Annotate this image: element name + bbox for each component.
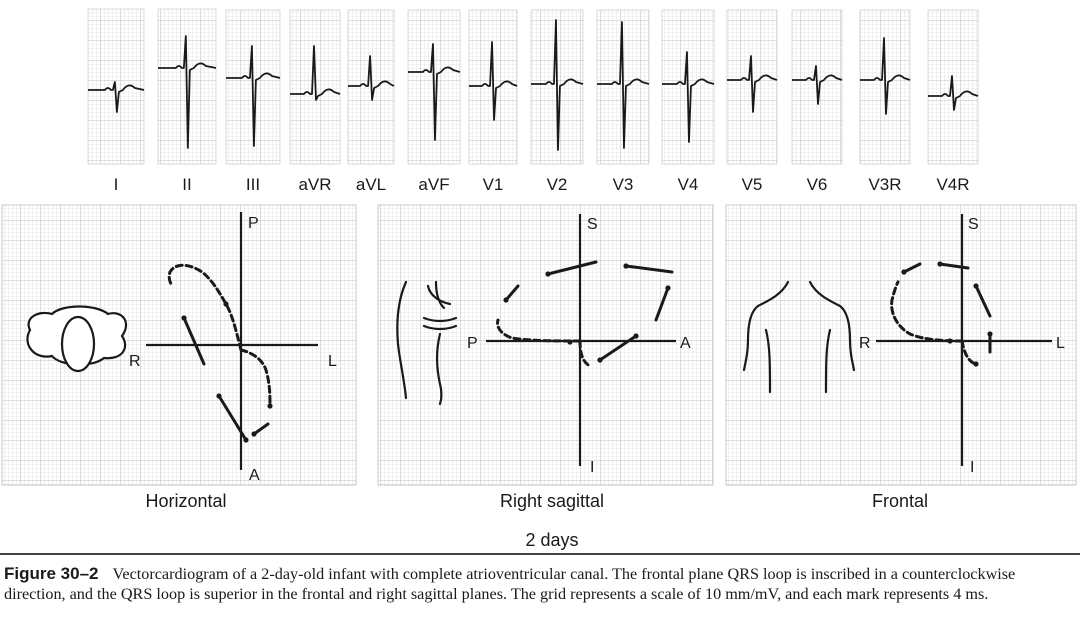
ecg-lead-label: aVL <box>356 175 386 194</box>
axis-right-letter: L <box>328 353 337 370</box>
plane-label-frontal: Frontal <box>872 491 928 511</box>
ecg-lead-strip: aVF <box>407 9 461 194</box>
axis-left-letter: P <box>467 335 478 352</box>
ecg-waveform <box>408 43 461 141</box>
ecg-lead-label: V3 <box>613 175 634 194</box>
ecg-lead-strip: aVL <box>347 9 395 194</box>
ecg-lead-strip: V4 <box>661 9 715 194</box>
qrs-loop-horizontal-solid <box>182 316 270 442</box>
ecg-waveform <box>88 81 145 113</box>
plane-label-right-sagittal: Right sagittal <box>500 491 604 511</box>
ecg-lead-strip: V6 <box>791 9 843 194</box>
ecg-waveform <box>662 51 715 143</box>
side-body-outline <box>396 280 458 406</box>
qrs-loop-sagittal <box>496 318 592 368</box>
qrs-loop-frontal-solid <box>902 262 992 354</box>
ecg-lead-strip: V1 <box>468 9 518 194</box>
age-label: 2 days <box>525 530 578 550</box>
ecg-lead-label: V5 <box>742 175 763 194</box>
ecg-waveform <box>226 45 281 147</box>
ecg-waveform <box>531 19 584 151</box>
axis-left-letter: R <box>129 353 141 370</box>
loop-time-dots <box>181 301 273 443</box>
vcg-panel-frontal: S I R L <box>725 204 1077 486</box>
vcg-panel-right-sagittal: S I P A <box>377 204 714 486</box>
ecg-lead-label: III <box>246 175 260 194</box>
axis-top-letter: P <box>248 215 259 232</box>
vcg-panel-horizontal: P A R L <box>1 204 357 486</box>
ecg-lead-strip: V3 <box>596 9 650 194</box>
ecg-lead-label: V6 <box>807 175 828 194</box>
caption-text: Vectorcardiogram of a 2-day-old infant w… <box>4 565 1016 603</box>
ecg-lead-strip: I <box>87 8 145 194</box>
axis-bottom-letter: I <box>590 459 594 476</box>
axis-left-letter: R <box>859 335 871 352</box>
ecg-lead-label: aVR <box>298 175 331 194</box>
ecg-lead-label: V4 <box>678 175 699 194</box>
loop-time-dots <box>503 263 671 363</box>
ecg-waveform <box>348 55 395 101</box>
qrs-loop-sagittal-solid <box>504 260 674 362</box>
ecg-lead-strip: V5 <box>726 9 778 194</box>
ecg-lead-strip: III <box>225 9 281 194</box>
caption-divider <box>0 553 1080 555</box>
axis-top-letter: S <box>968 216 979 233</box>
ecg-lead-strip: V4R <box>927 9 979 194</box>
heart-outline <box>60 315 96 373</box>
ecg-waveform <box>290 45 341 101</box>
ecg-lead-strip: II <box>157 8 217 194</box>
ecg-lead-label: V1 <box>483 175 504 194</box>
loop-time-dots <box>901 261 993 367</box>
ecg-waveform <box>928 75 979 111</box>
axis-right-letter: L <box>1056 335 1065 352</box>
ecg-waveform <box>860 37 911 115</box>
axis-right-letter: A <box>680 335 691 352</box>
axis-top-letter: S <box>587 216 598 233</box>
ecg-waveform <box>792 65 843 105</box>
ecg-lead-label: I <box>114 175 119 194</box>
ecg-lead-label: aVF <box>418 175 449 194</box>
front-body-outline <box>742 280 856 394</box>
ecg-waveform <box>727 55 778 113</box>
ecg-lead-label: V4R <box>936 175 969 194</box>
ecg-waveform <box>158 35 217 149</box>
axis-bottom-letter: I <box>970 459 974 476</box>
ecg-waveform <box>597 21 650 149</box>
ecg-waveform <box>469 41 518 121</box>
qrs-loop-horizontal <box>167 263 272 408</box>
ecg-lead-label: V3R <box>868 175 901 194</box>
plane-label-horizontal: Horizontal <box>145 491 226 511</box>
ecg-lead-strip: V3R <box>859 9 911 194</box>
axis-bottom-letter: A <box>249 467 260 484</box>
ecg-lead-label: V2 <box>547 175 568 194</box>
figure-number: Figure 30–2 <box>4 564 99 583</box>
ecg-lead-strip: V2 <box>530 9 584 194</box>
ecg-lead-label: II <box>182 175 191 194</box>
ecg-lead-strip: aVR <box>289 9 341 194</box>
